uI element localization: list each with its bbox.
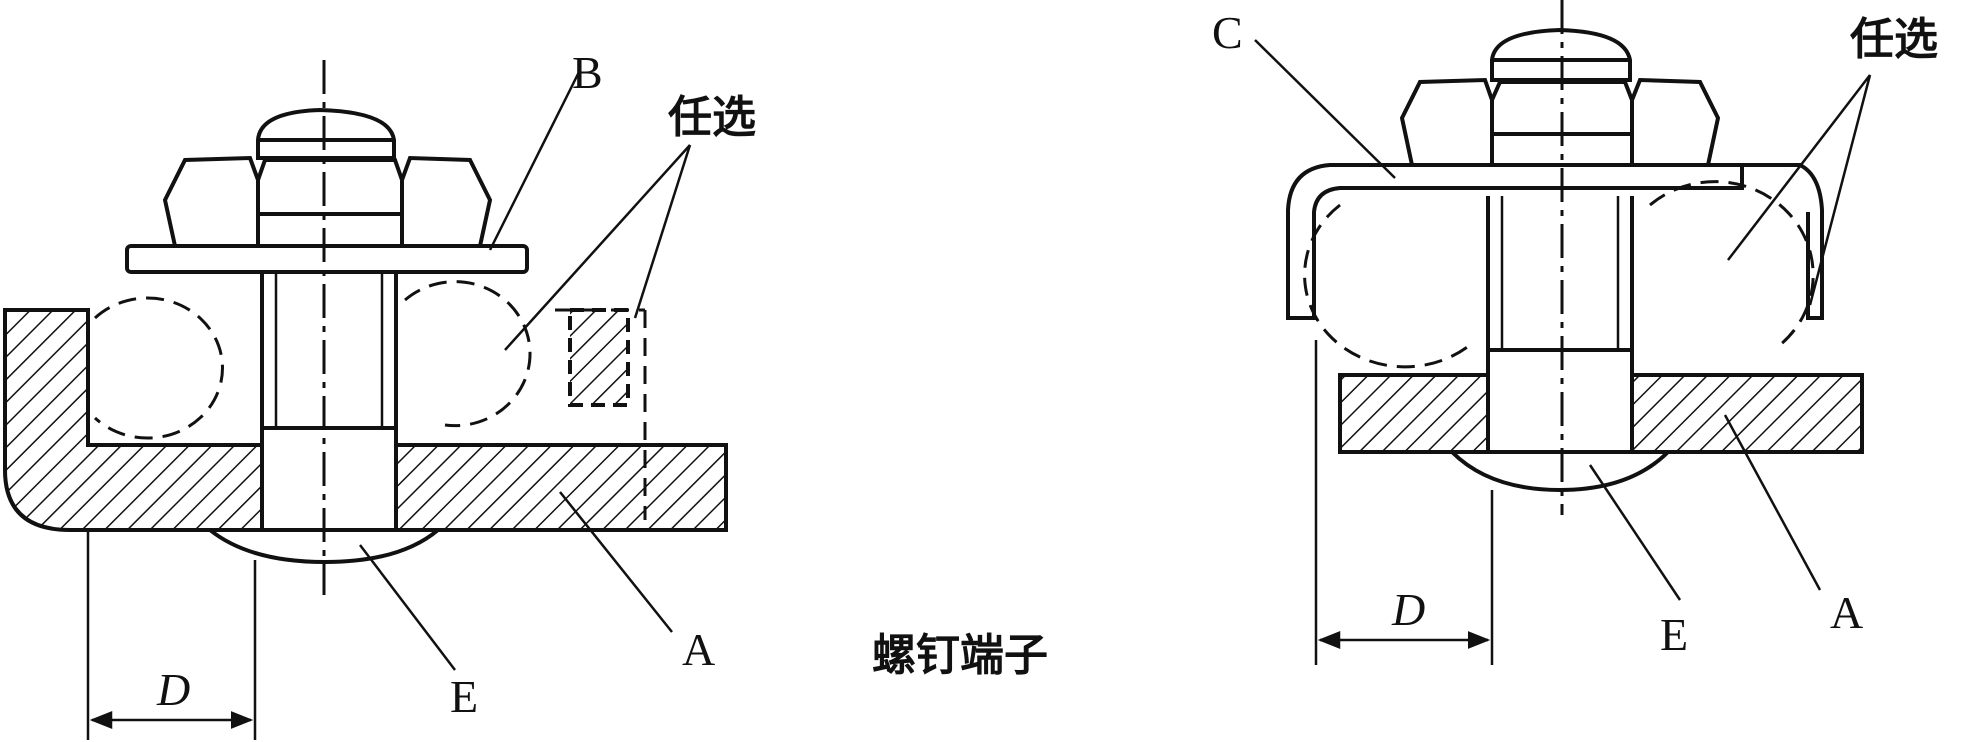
left-screw-shank-lower	[260, 426, 398, 532]
right-wire-right	[1649, 180, 1815, 347]
left-screw-head	[256, 107, 396, 160]
right-base-plate-left	[1338, 373, 1490, 454]
right-wire-left	[1303, 203, 1471, 369]
right-clamp	[1286, 163, 1744, 320]
right-label-e: E	[1660, 609, 1688, 660]
left-wire-right	[404, 280, 532, 428]
right-screw-shank-lower	[1486, 348, 1634, 454]
left-hex-nut	[162, 155, 493, 248]
left-label-e: E	[450, 671, 478, 722]
right-base-plate-right	[1630, 373, 1864, 454]
right-label-c: C	[1212, 7, 1243, 58]
right-label-a: A	[1830, 587, 1863, 638]
right-label-optional: 任选	[1850, 14, 1938, 65]
caption: 螺钉端子	[872, 630, 1048, 681]
right-screw-head	[1490, 27, 1632, 82]
left-label-a: A	[682, 624, 715, 675]
left-terminal-figure	[3, 60, 728, 740]
right-hex-nut	[1399, 77, 1721, 167]
left-label-optional: 任选	[668, 92, 756, 143]
left-wire-left	[93, 296, 224, 440]
left-washer	[125, 244, 529, 274]
left-optional-wall	[568, 308, 630, 407]
left-base-plate-right	[394, 443, 728, 532]
left-label-b: B	[572, 47, 603, 98]
left-label-d: D	[156, 664, 190, 715]
right-terminal-figure	[1254, 0, 1872, 665]
right-screw-end	[1450, 450, 1670, 493]
left-base-plate	[3, 308, 264, 532]
right-label-d: D	[1391, 584, 1425, 635]
left-screw-end	[208, 528, 440, 565]
